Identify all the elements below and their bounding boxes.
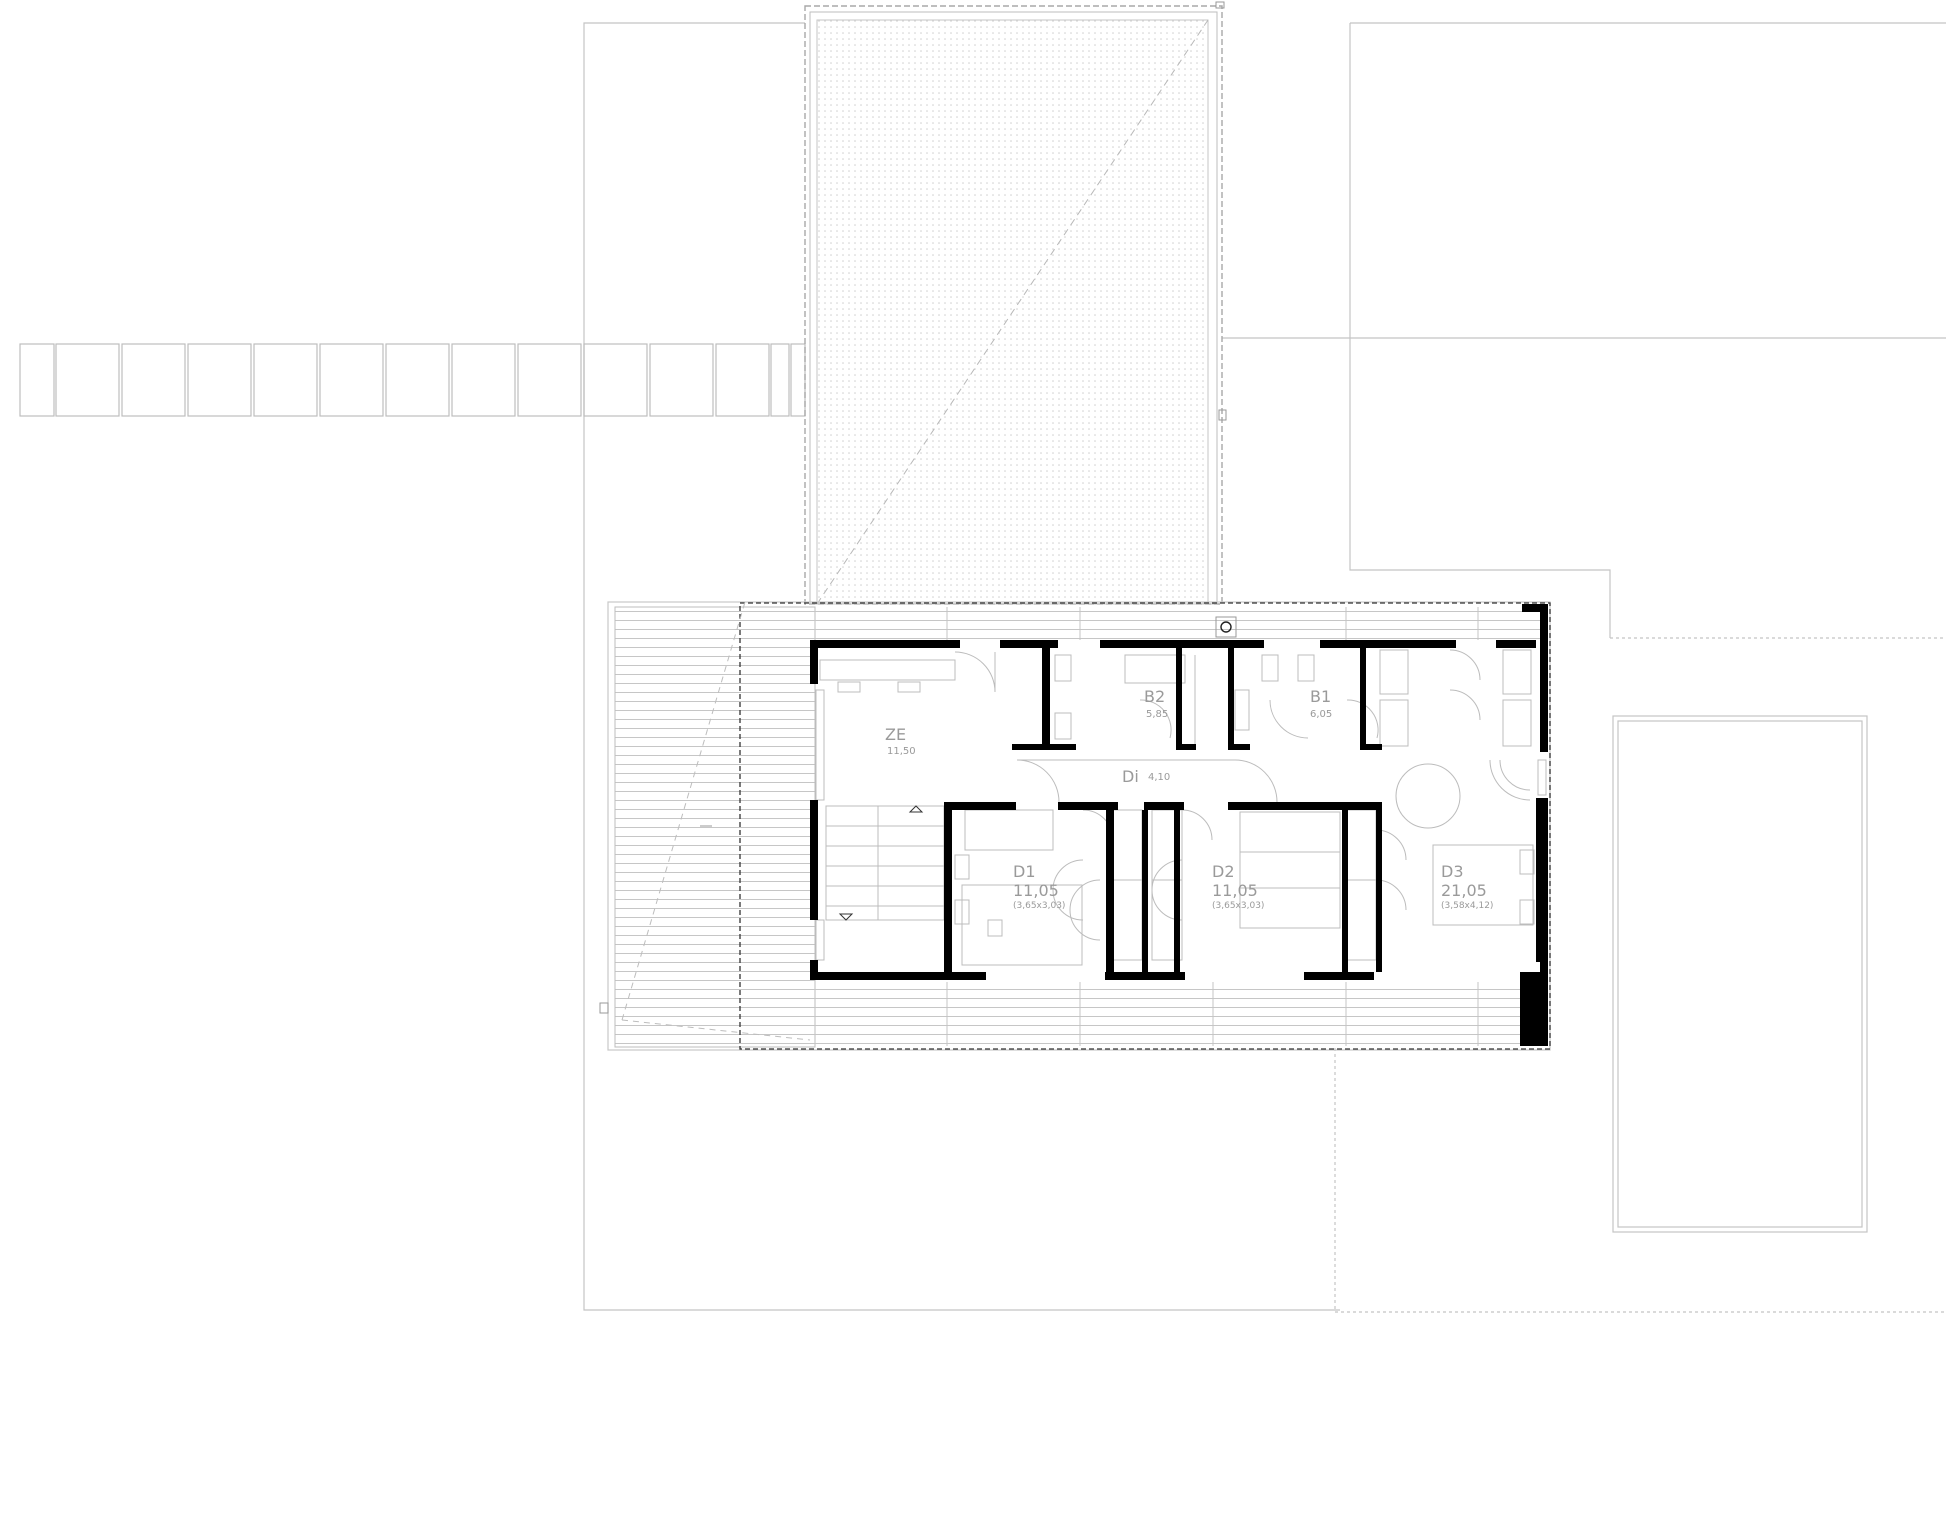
room-name-d1: D1 bbox=[1013, 862, 1036, 881]
room-area-b1: 6,05 bbox=[1310, 709, 1332, 720]
room-dims-d1: (3,65x3,03) bbox=[1013, 901, 1065, 911]
room-name-b2: B2 bbox=[1144, 687, 1165, 706]
room-name-d2: D2 bbox=[1212, 862, 1235, 881]
room-name-b1: B1 bbox=[1310, 687, 1331, 706]
room-area-di: 4,10 bbox=[1148, 772, 1170, 783]
room-name-di: Di bbox=[1122, 767, 1139, 786]
room-dims-d3: (3,58x4,12) bbox=[1441, 901, 1493, 911]
walls bbox=[810, 604, 1548, 1046]
room-area-d1: 11,05 bbox=[1013, 881, 1059, 900]
terrace bbox=[599, 601, 1551, 1051]
stair-arrows bbox=[838, 805, 924, 921]
room-name-d3: D3 bbox=[1441, 862, 1464, 881]
pergola-strip bbox=[19, 343, 806, 417]
pool bbox=[804, 1, 1227, 605]
room-area-d3: 21,05 bbox=[1441, 881, 1487, 900]
room-labels: ZE 11,50 B2 5,85 B1 6,05 Di 4,10 D1 11,0… bbox=[885, 687, 1493, 911]
room-name-ze: ZE bbox=[885, 725, 906, 744]
room-dims-d2: (3,65x3,03) bbox=[1212, 901, 1264, 911]
room-area-b2: 5,85 bbox=[1146, 709, 1168, 720]
room-area-ze: 11,50 bbox=[887, 746, 916, 757]
room-area-d2: 11,05 bbox=[1212, 881, 1258, 900]
site-outlines bbox=[583, 22, 1946, 1313]
